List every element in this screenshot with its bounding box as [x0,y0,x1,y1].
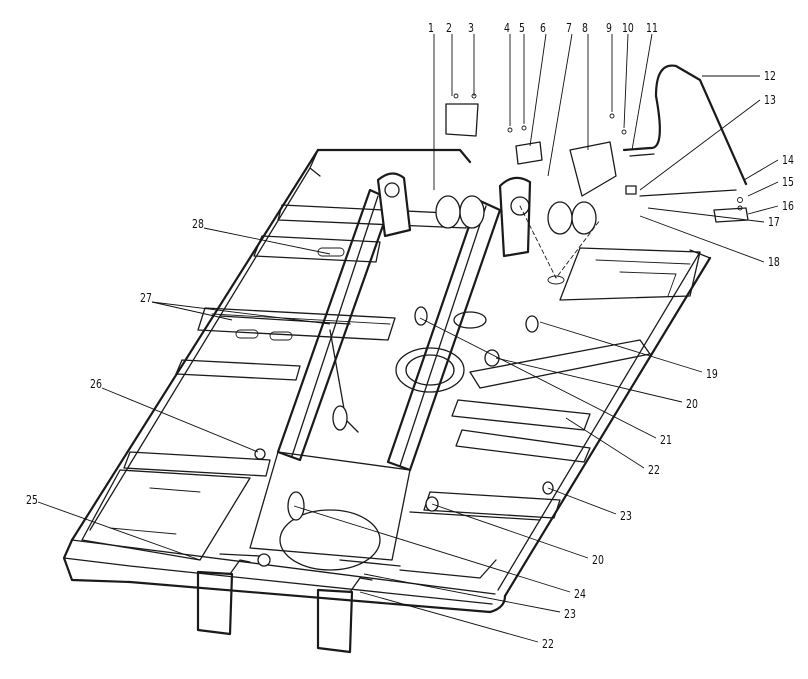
callout-c15: 15 [782,175,794,189]
boom-mount-brackets [376,172,601,285]
center-beams [249,188,502,571]
callout-c20a: 20 [686,397,698,411]
bushings [254,306,554,567]
callout-c9: 9 [606,21,612,35]
callout-c25: 25 [26,493,38,507]
callout-c3: 3 [468,21,474,35]
callout-c19: 19 [706,367,718,381]
callout-c28: 28 [192,217,204,231]
callout-c18: 18 [768,255,780,269]
leader-lines [37,33,779,643]
callout-c11: 11 [646,21,658,35]
callout-c2: 2 [446,21,452,35]
callout-c13: 13 [764,93,776,107]
callout-c14: 14 [782,153,794,167]
left-details [196,247,401,654]
callout-c6: 6 [540,21,546,35]
callout-c22b: 22 [542,637,554,651]
callout-c26: 26 [90,377,102,391]
chassis-frame [62,148,712,614]
callout-c24: 24 [574,587,586,601]
callout-c23b: 23 [564,607,576,621]
callout-c12: 12 [764,69,776,83]
callout-c16: 16 [782,199,794,213]
loose-parts [445,64,749,223]
callout-c27: 27 [140,291,152,305]
callout-c1: 1 [428,21,434,35]
callout-c4: 4 [504,21,510,35]
callout-c17: 17 [768,215,780,229]
callout-c8: 8 [582,21,588,35]
cross-members [81,204,651,579]
callout-c22a: 22 [648,463,660,477]
callout-c10: 10 [622,21,634,35]
callout-c20b: 20 [592,553,604,567]
callout-c21: 21 [660,433,672,447]
callout-c5: 5 [519,21,525,35]
callout-c23a: 23 [620,509,632,523]
callout-c7: 7 [566,21,572,35]
